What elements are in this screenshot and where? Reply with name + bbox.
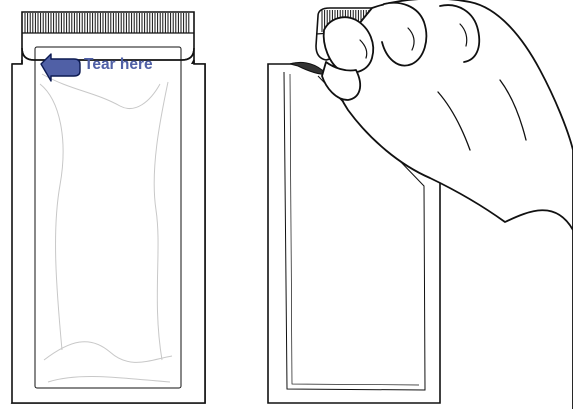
tear-strip <box>22 12 194 60</box>
tear-here-label: Tear here <box>84 56 153 73</box>
opened-packet <box>268 0 573 409</box>
sealed-packet: Tear here <box>12 12 205 403</box>
